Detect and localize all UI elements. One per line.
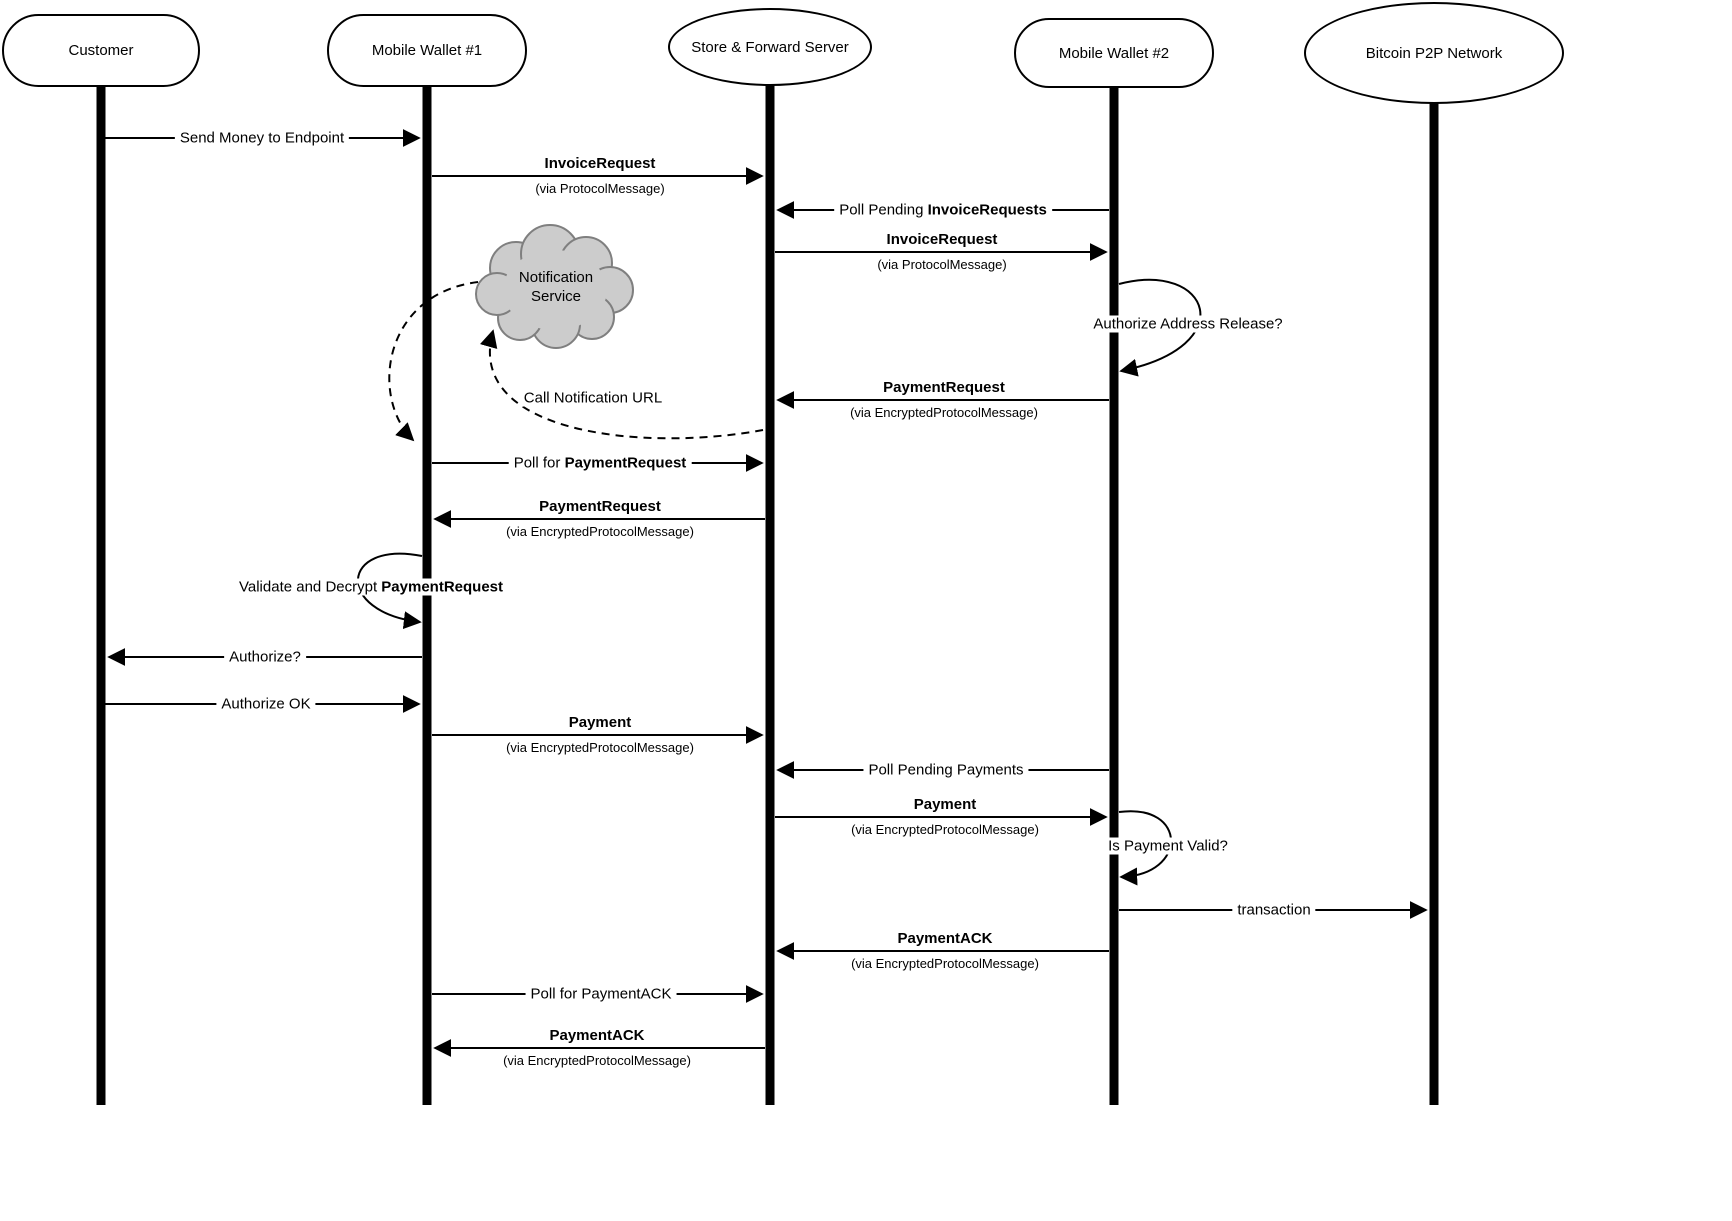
message-invoice-request-2: InvoiceRequest (via ProtocolMessage) — [877, 231, 1007, 272]
message-call-notification-url: Call Notification URL — [518, 389, 668, 407]
message-payment-to-wallet2: Payment (via EncryptedProtocolMessage) — [851, 796, 1039, 837]
message-validate-decrypt: Validate and Decrypt PaymentRequest — [233, 578, 509, 596]
message-authorize-question: Authorize? — [224, 648, 306, 666]
actor-mobile-wallet-2-label: Mobile Wallet #2 — [1058, 44, 1170, 62]
dashed-notify-wallet1 — [388, 281, 479, 442]
message-poll-for-payment-ack: Poll for PaymentACK — [525, 985, 677, 1003]
message-payment-request-to-server: PaymentRequest (via EncryptedProtocolMes… — [850, 379, 1038, 420]
message-poll-invoice-requests: Poll Pending InvoiceRequests — [834, 201, 1052, 219]
actor-customer-label: Customer — [68, 42, 134, 59]
lifelines — [96, 84, 1439, 1105]
dashed-call-notification-url — [479, 329, 764, 440]
message-invoice-request-1: InvoiceRequest (via ProtocolMessage) — [535, 155, 665, 196]
actor-store-forward-server-label: Store & Forward Server — [691, 38, 849, 56]
actor-bitcoin-p2p-network-label: Bitcoin P2P Network — [1365, 44, 1503, 62]
message-payment-ack-to-server: PaymentACK (via EncryptedProtocolMessage… — [851, 930, 1039, 971]
message-poll-pending-payments: Poll Pending Payments — [863, 761, 1029, 779]
message-authorize-ok: Authorize OK — [216, 695, 316, 713]
message-payment-to-server: Payment (via EncryptedProtocolMessage) — [506, 714, 694, 755]
loop-authorize-release — [1118, 278, 1202, 377]
message-payment-ack-to-wallet1: PaymentACK (via EncryptedProtocolMessage… — [503, 1027, 691, 1068]
actor-mobile-wallet-2: Mobile Wallet #2 — [1014, 18, 1214, 88]
message-authorize-address-release: Authorize Address Release? — [1088, 315, 1288, 333]
notification-cloud-icon — [475, 224, 634, 349]
actor-customer: Customer — [2, 14, 200, 87]
actor-mobile-wallet-1: Mobile Wallet #1 — [327, 14, 527, 87]
message-is-payment-valid: Is Payment Valid? — [1103, 837, 1233, 855]
message-send-money: Send Money to Endpoint — [174, 129, 350, 147]
actor-mobile-wallet-1-label: Mobile Wallet #1 — [371, 42, 483, 59]
message-transaction: transaction — [1232, 901, 1316, 919]
notification-paths — [388, 281, 764, 442]
message-poll-for-payment-request: Poll for PaymentRequest — [508, 454, 692, 472]
actor-store-forward-server: Store & Forward Server — [668, 8, 872, 86]
notification-service-label: Notification Service — [518, 269, 594, 305]
actor-bitcoin-p2p-network: Bitcoin P2P Network — [1304, 2, 1564, 104]
message-payment-request-to-wallet1: PaymentRequest (via EncryptedProtocolMes… — [506, 498, 694, 539]
